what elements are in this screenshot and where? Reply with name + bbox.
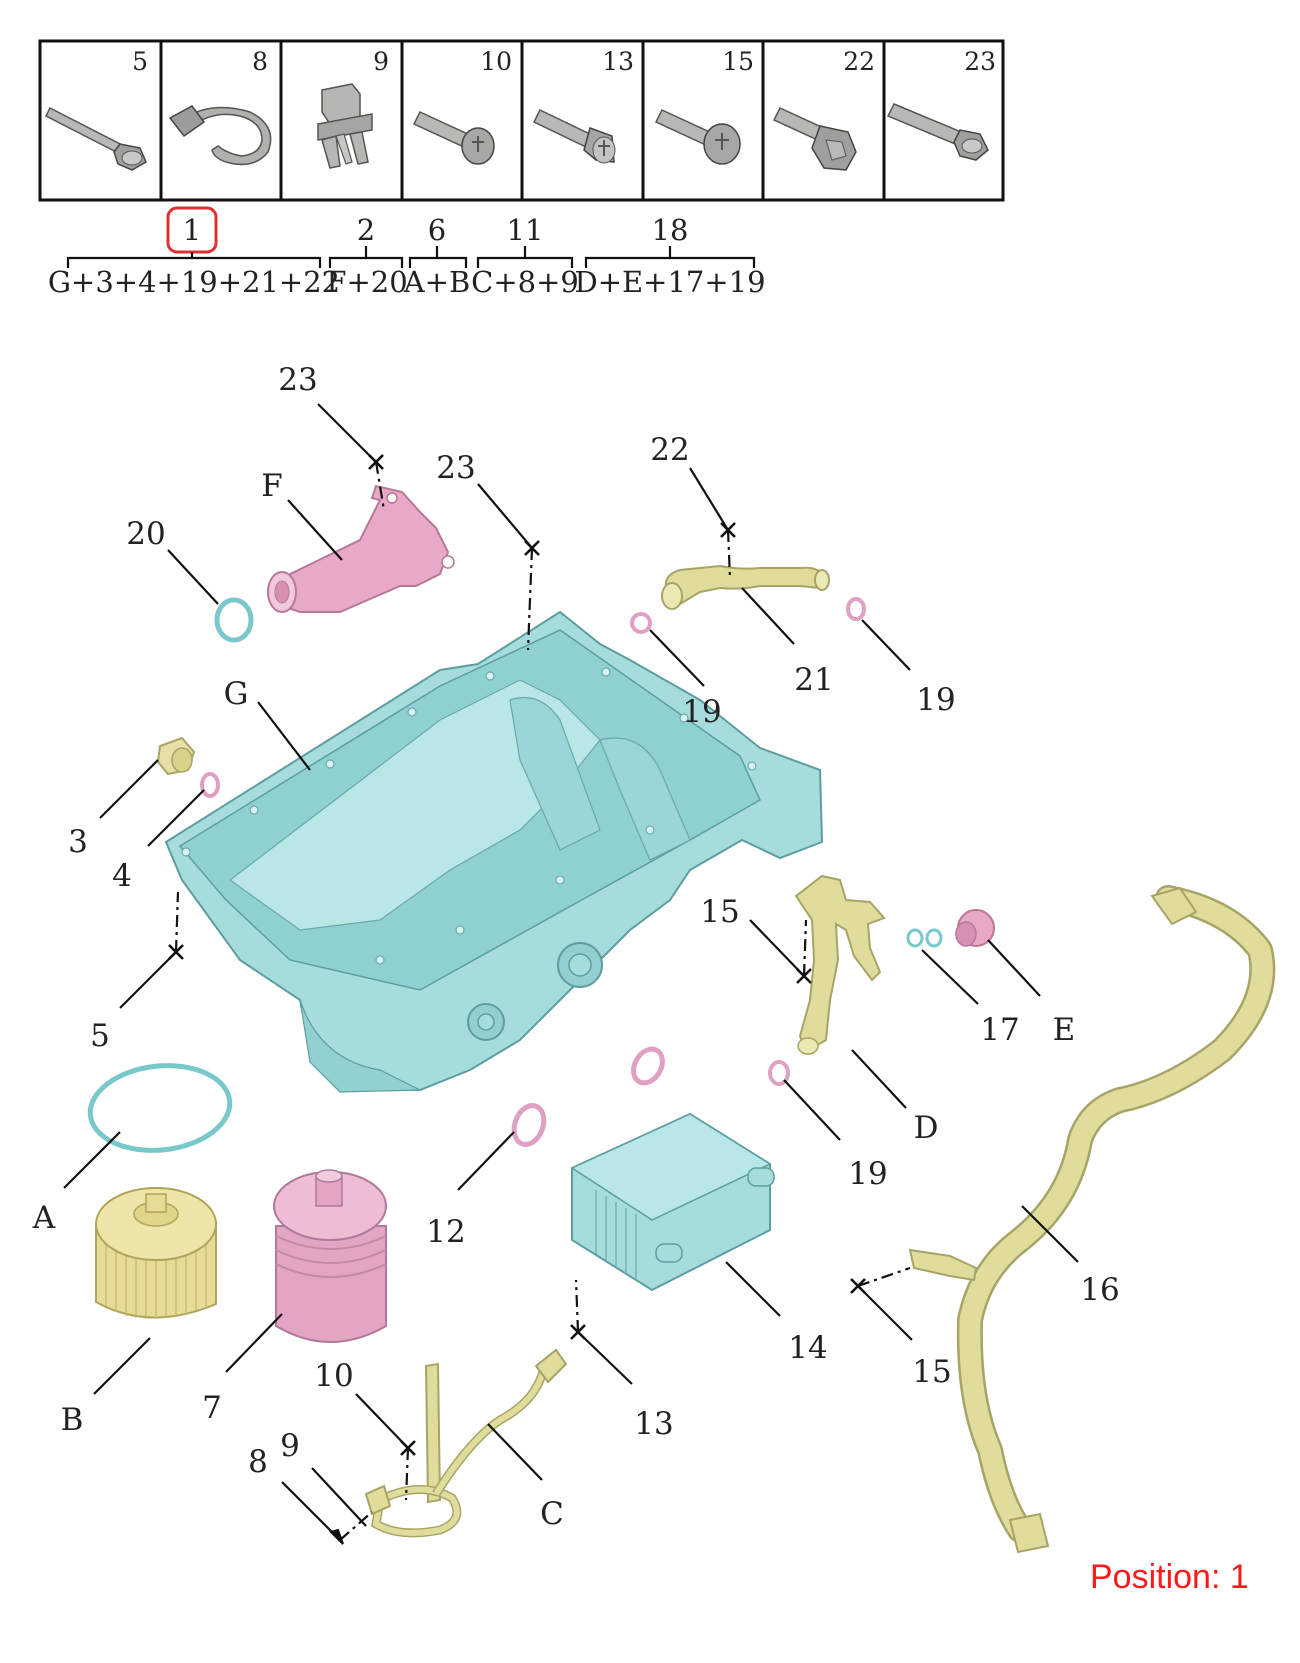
callout-10: 10: [314, 1358, 353, 1394]
position-indicator: Position: 1: [1090, 1558, 1249, 1597]
callout-22: 22: [650, 432, 689, 468]
kit-number[interactable]: 2: [357, 213, 375, 247]
callout-13: 13: [634, 1406, 673, 1442]
callout-G: G: [224, 676, 249, 712]
oil-filter-cap-part-7[interactable]: [273, 1169, 387, 1343]
o-ring-part-19[interactable]: [630, 612, 652, 634]
callout-21: 21: [794, 662, 833, 698]
cell-number-10: 10: [480, 47, 512, 76]
callout-labels: 23 23 22 F 20 19 21 19 G 3 4 5 15 17 E D…: [32, 362, 1120, 1532]
fastener-markers: [168, 454, 866, 1545]
seal-ring-part-A[interactable]: [86, 1059, 234, 1157]
hardware-strip: 5 8 9 10 13 15 22 23: [38, 39, 1005, 202]
kit-number[interactable]: 18: [652, 213, 689, 247]
callout-15: 15: [700, 894, 739, 930]
leader-lines: [63, 403, 1079, 1541]
o-ring-part-12b[interactable]: [628, 1044, 669, 1088]
kit-groups: 1 G+3+4+19+21+22 2 F+20 6 A+B 11 C+8+9 1…: [48, 206, 766, 299]
callout-5: 5: [90, 1018, 110, 1054]
cell-number-9: 9: [373, 47, 389, 76]
callout-7: 7: [202, 1390, 222, 1426]
position-prefix: Position:: [1090, 1558, 1221, 1596]
washer-part-4[interactable]: [200, 772, 220, 798]
o-ring-part-19[interactable]: [768, 1060, 790, 1086]
callout-E: E: [1053, 1012, 1076, 1048]
hex-flange-bolt-short-icon: [772, 107, 857, 171]
kit-number[interactable]: 6: [428, 213, 446, 247]
oil-filter-element-part-B[interactable]: [95, 1187, 217, 1319]
breather-pipe-part-21[interactable]: [661, 564, 830, 610]
callout-8: 8: [248, 1444, 268, 1480]
position-value: 1: [1229, 1558, 1249, 1596]
kit-contents: G+3+4+19+21+22: [48, 265, 340, 299]
o-ring-part-20[interactable]: [214, 597, 254, 643]
dipstick-harness-part-C[interactable]: [364, 1348, 568, 1538]
cell-number-13: 13: [602, 47, 634, 76]
coolant-pipe-part-D[interactable]: [794, 874, 886, 1055]
o-rings-part-17[interactable]: [906, 928, 943, 948]
plug-part-E[interactable]: [955, 909, 995, 947]
thermostat-housing-part-F[interactable]: [267, 484, 455, 613]
torx-pan-screw-icon: [412, 111, 495, 165]
kit-contents: D+E+17+19: [574, 265, 765, 299]
kit-contents: A+B: [403, 265, 471, 299]
o-ring-part-12[interactable]: [509, 1101, 549, 1148]
callout-17: 17: [980, 1012, 1019, 1048]
callout-19: 19: [848, 1156, 887, 1192]
hex-flange-bolt-long-icon: [44, 106, 147, 171]
kit-number[interactable]: 1: [183, 213, 201, 247]
cell-number-23: 23: [964, 47, 996, 76]
push-clip-icon: [317, 83, 373, 169]
o-ring-part-19[interactable]: [846, 597, 866, 621]
socket-cap-screw-icon: [532, 109, 616, 164]
callout-3: 3: [68, 824, 88, 860]
callout-F: F: [261, 468, 283, 504]
oil-cooler-part-14[interactable]: [570, 1112, 775, 1292]
callout-23: 23: [278, 362, 317, 398]
callout-A: A: [32, 1200, 56, 1236]
cell-number-15: 15: [722, 47, 754, 76]
kit-number[interactable]: 11: [507, 213, 544, 247]
callout-19: 19: [916, 682, 955, 718]
cell-number-5: 5: [132, 47, 148, 76]
callout-D: D: [914, 1110, 939, 1146]
coolant-hose-part-16[interactable]: [908, 885, 1276, 1554]
callout-19: 19: [682, 694, 721, 730]
callout-12: 12: [426, 1214, 465, 1250]
fastener-axes: [174, 461, 911, 1541]
kit-contents: F+20: [326, 265, 407, 299]
callout-15: 15: [912, 1354, 951, 1390]
callout-B: B: [61, 1402, 84, 1438]
cell-number-8: 8: [252, 47, 268, 76]
oil-pan-part-G[interactable]: [164, 610, 824, 1093]
torx-pan-screw-icon: [654, 109, 741, 165]
callout-4: 4: [112, 858, 132, 894]
callout-14: 14: [788, 1330, 827, 1366]
callout-9: 9: [280, 1428, 300, 1464]
callout-C: C: [540, 1496, 564, 1532]
callout-16: 16: [1080, 1272, 1119, 1308]
drain-plug-part-3[interactable]: [156, 736, 196, 776]
callout-20: 20: [126, 516, 165, 552]
hex-flange-bolt-long-icon: [886, 103, 989, 161]
cell-number-22: 22: [843, 47, 875, 76]
callout-23: 23: [436, 450, 475, 486]
cable-tie-icon: [168, 105, 272, 166]
kit-contents: C+8+9: [471, 265, 579, 299]
